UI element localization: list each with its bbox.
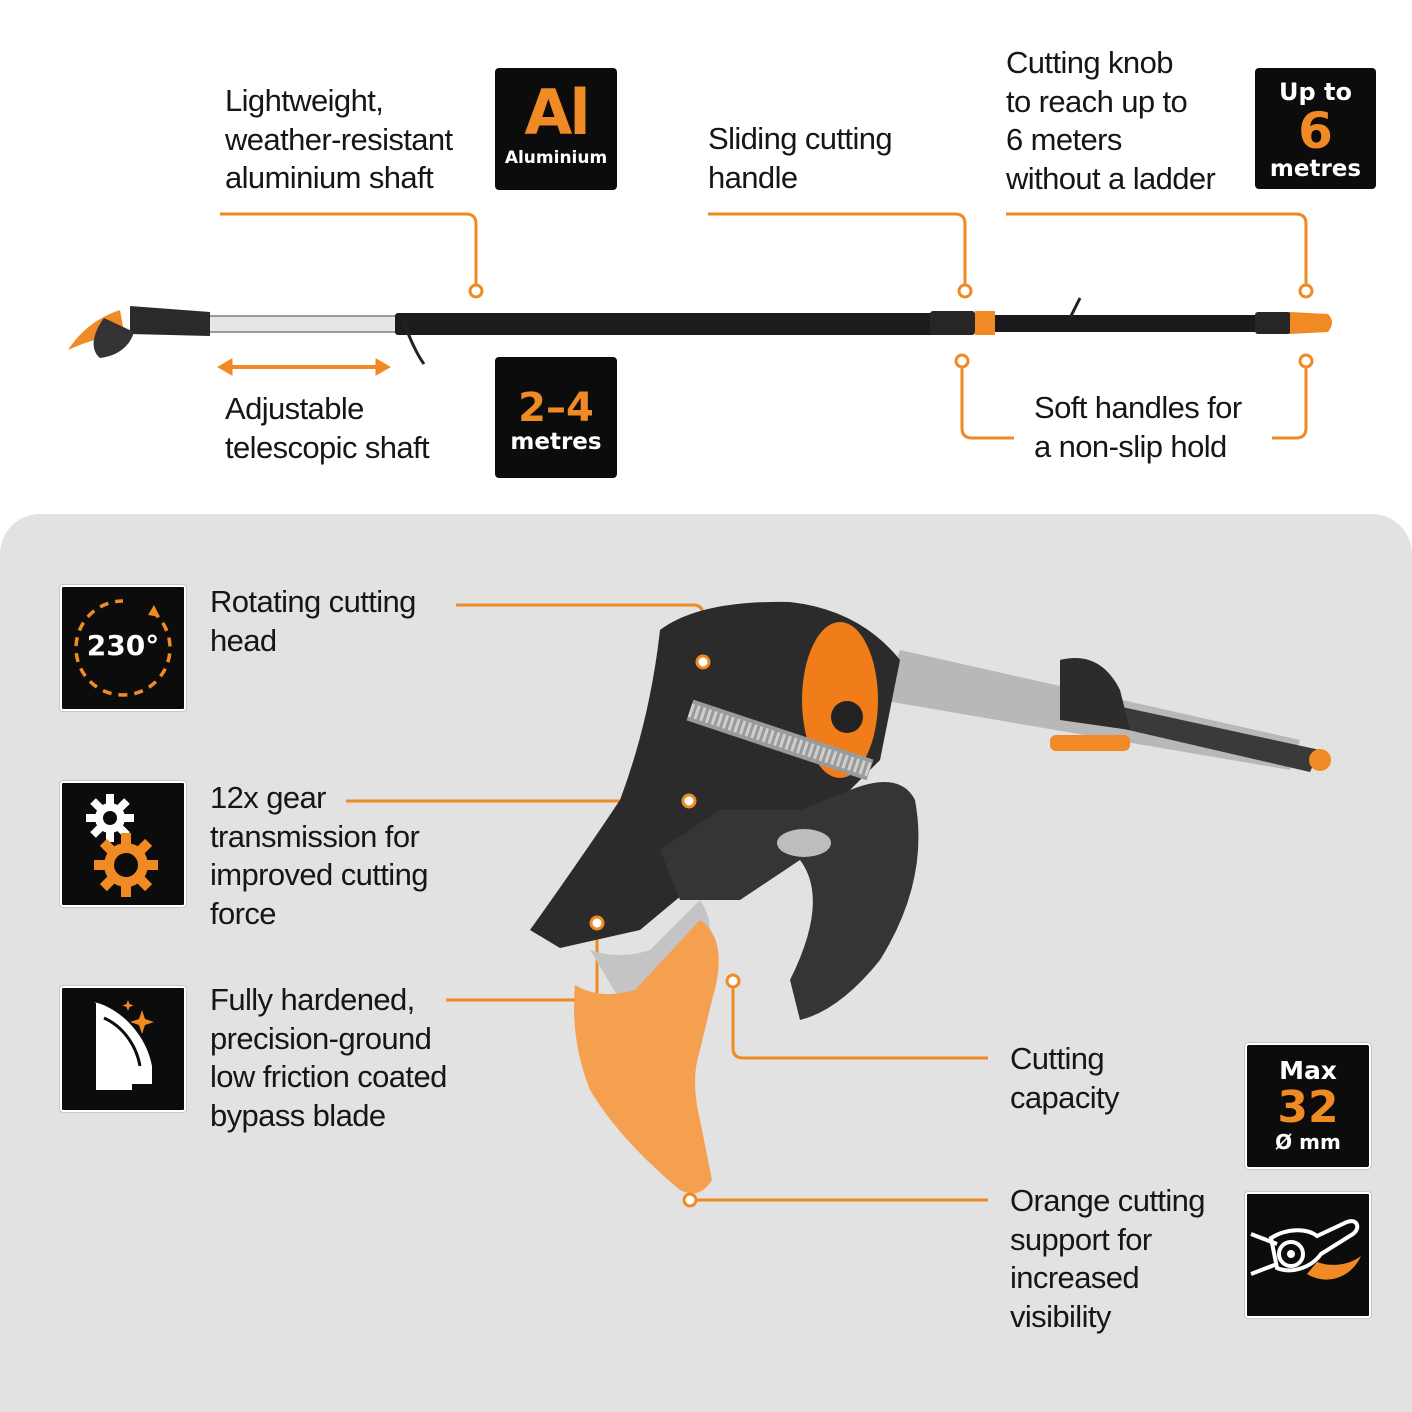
gear-transmission-text: 12x gear transmission for improved cutti… bbox=[210, 780, 428, 931]
callout-knob-line bbox=[1006, 212, 1308, 284]
reach-badge-line1: Up to bbox=[1279, 78, 1352, 106]
gear-icon-box bbox=[60, 781, 186, 907]
pruner-tool bbox=[68, 297, 1332, 365]
reach-badge: Up to 6 metres bbox=[1255, 68, 1376, 189]
gears-icon bbox=[86, 794, 158, 897]
callout-soft-left-dot bbox=[954, 353, 970, 369]
shaft-feature-text: Lightweight, weather-resistant aluminium… bbox=[225, 83, 453, 195]
length-badge-unit: metres bbox=[510, 429, 602, 455]
rotation-icon-label: 230° bbox=[86, 629, 160, 662]
callout-sliding-dot bbox=[957, 283, 973, 299]
aluminium-symbol: Al bbox=[524, 76, 590, 149]
callout-rotating-dot bbox=[695, 654, 711, 670]
length-badge: 2–4 metres bbox=[495, 357, 617, 478]
bypass-blade-text: Fully hardened, precision-ground low fri… bbox=[210, 982, 447, 1133]
telescopic-text: Adjustable telescopic shaft bbox=[225, 391, 430, 465]
capacity-badge-value: 32 bbox=[1277, 1082, 1339, 1133]
soft-handles-text: Soft handles for a non-slip hold bbox=[1034, 390, 1242, 464]
blade-sparkle-icon bbox=[94, 1000, 154, 1090]
callout-support-dot bbox=[682, 1192, 698, 1208]
callout-knob-dot bbox=[1298, 283, 1314, 299]
rotation-230-icon bbox=[74, 599, 172, 697]
rotation-icon-box: 230° bbox=[60, 585, 186, 711]
pruner-head-icon bbox=[1250, 1219, 1361, 1280]
reach-badge-unit: metres bbox=[1269, 156, 1362, 182]
pruner-icon-box bbox=[1245, 1192, 1371, 1318]
aluminium-label: Aluminium bbox=[504, 148, 608, 168]
callout-soft-right bbox=[1272, 368, 1308, 440]
capacity-badge-line1: Max bbox=[1279, 1056, 1337, 1085]
aluminium-badge: Al Aluminium bbox=[495, 68, 617, 190]
callout-soft-left bbox=[960, 368, 1014, 440]
sliding-handle-text: Sliding cutting handle bbox=[708, 121, 893, 195]
rotating-head-text: Rotating cutting head bbox=[210, 584, 416, 658]
orange-support-text: Orange cutting support for increased vis… bbox=[1010, 1183, 1206, 1334]
callout-blade-dot bbox=[589, 915, 605, 931]
length-badge-value: 2–4 bbox=[518, 385, 594, 431]
cutting-knob-text: Cutting knob to reach up to 6 meters wit… bbox=[1006, 45, 1216, 196]
callout-capacity-line bbox=[731, 988, 988, 1060]
capacity-badge: Max 32 Ø mm bbox=[1245, 1043, 1371, 1169]
callout-shaft-dot bbox=[468, 283, 484, 299]
cutting-head-closeup bbox=[530, 601, 1331, 1194]
capacity-badge-unit: Ø mm bbox=[1275, 1130, 1341, 1154]
cutting-capacity-text: Cutting capacity bbox=[1010, 1041, 1120, 1115]
blade-icon-box bbox=[60, 986, 186, 1112]
callout-capacity-dot bbox=[725, 973, 741, 989]
callout-gear-dot bbox=[681, 793, 697, 809]
callout-shaft-line bbox=[220, 212, 478, 284]
callout-soft-right-dot bbox=[1298, 353, 1314, 369]
callout-sliding-line bbox=[708, 212, 967, 284]
reach-badge-value: 6 bbox=[1298, 102, 1333, 160]
telescopic-arrow bbox=[216, 358, 392, 376]
